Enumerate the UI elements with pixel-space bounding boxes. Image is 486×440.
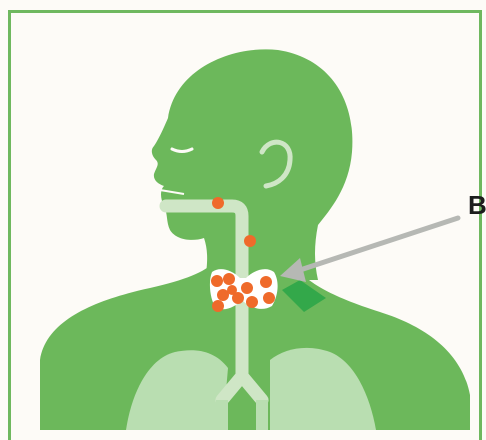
nodule [223, 273, 235, 285]
nodule [244, 235, 256, 247]
nodule [212, 197, 224, 209]
nodule [211, 275, 223, 287]
nodule [260, 276, 272, 288]
callout-label: B [468, 192, 486, 218]
nodule [246, 296, 258, 308]
nodule [241, 282, 253, 294]
nodule [263, 292, 275, 304]
anatomy-diagram [0, 0, 486, 430]
nodule [227, 285, 237, 295]
nodule [212, 300, 224, 312]
